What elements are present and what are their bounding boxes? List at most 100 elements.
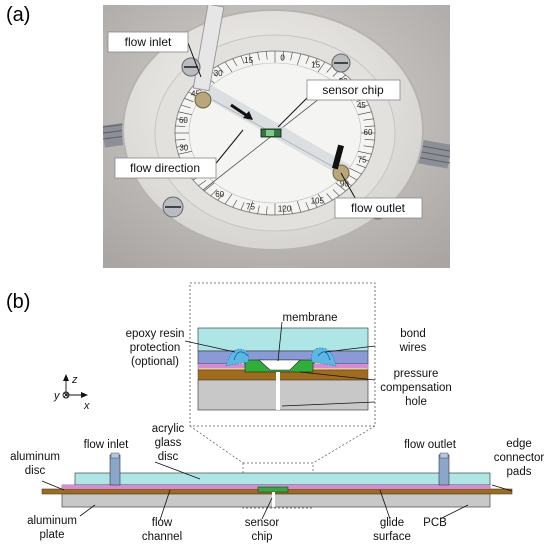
coordinate-axes: z y x bbox=[53, 374, 90, 412]
dial-tick-mark bbox=[266, 206, 268, 215]
label-aluminum-plate-1: aluminum bbox=[27, 515, 77, 527]
dial-tick-mark bbox=[317, 193, 326, 205]
dial-tick-mark bbox=[332, 189, 340, 197]
dial-tick-label: 30 bbox=[214, 69, 223, 78]
svg-text:sensor chip: sensor chip bbox=[322, 83, 384, 97]
dial-tick-mark bbox=[326, 65, 333, 73]
svg-text:y: y bbox=[53, 390, 61, 402]
label-edge-1: edge bbox=[506, 438, 532, 450]
dial-tick-mark bbox=[282, 51, 284, 60]
dial-tick-mark bbox=[364, 139, 375, 141]
dial-tick-mark bbox=[210, 189, 218, 197]
dial-tick-mark bbox=[305, 55, 310, 64]
dial-tick-mark bbox=[312, 58, 318, 67]
dial-tick-mark bbox=[266, 51, 268, 60]
dial-tick-mark bbox=[240, 202, 245, 211]
label-edge-2: connector bbox=[494, 452, 545, 464]
dial-tick-mark bbox=[178, 111, 192, 115]
label-glide-2: surface bbox=[373, 531, 411, 543]
dial-tick-mark bbox=[348, 175, 358, 181]
label-glide-1: glide bbox=[380, 517, 404, 529]
dial-tick-label: 15 bbox=[244, 56, 253, 65]
label-flow-outlet: flow outlet bbox=[404, 439, 457, 451]
label-sensor-chip-1: sensor bbox=[245, 517, 280, 529]
dial-tick-label: 105 bbox=[311, 197, 325, 206]
dial-tick-mark bbox=[176, 145, 187, 148]
outlet-port bbox=[438, 454, 450, 486]
dial-tick-mark bbox=[297, 201, 302, 213]
label-acrylic-1: acrylic bbox=[152, 423, 185, 435]
label-acrylic-3: disc bbox=[158, 451, 179, 463]
label-flow-channel-1: flow bbox=[152, 517, 173, 529]
inlet-fitting bbox=[194, 91, 212, 109]
dial-tick-mark bbox=[217, 65, 224, 73]
dial-tick-mark bbox=[358, 151, 372, 155]
label-bond-2: wires bbox=[399, 342, 427, 354]
callout-flow-inlet: flow inlet bbox=[107, 31, 189, 53]
dial-tick-mark bbox=[363, 118, 374, 121]
dial-tick-mark bbox=[312, 199, 318, 208]
dial-tick-mark bbox=[257, 52, 260, 61]
callout-sensor-chip: sensor chip bbox=[306, 79, 401, 101]
dial-tick-mark bbox=[178, 151, 192, 155]
label-epoxy-3: (optional) bbox=[131, 356, 179, 368]
dial-tick-mark bbox=[356, 163, 366, 168]
label-flow-inlet: flow inlet bbox=[84, 439, 130, 451]
inset-frame bbox=[189, 282, 376, 427]
device-cross-section bbox=[41, 452, 513, 508]
flow-direction-arrow bbox=[230, 103, 253, 120]
dial-tick-mark bbox=[305, 202, 310, 211]
label-pressure-2: compensation bbox=[380, 382, 452, 394]
dial-tick-mark bbox=[232, 199, 238, 208]
dial-tick-mark bbox=[217, 193, 224, 201]
label-aluminum-plate-2: plate bbox=[40, 529, 65, 541]
dial-tick-mark bbox=[232, 58, 238, 67]
label-edge-3: pads bbox=[507, 466, 532, 478]
dial-tick-mark bbox=[290, 52, 293, 61]
dial-tick-mark bbox=[240, 55, 245, 64]
callout-flow-direction: flow direction bbox=[114, 157, 217, 179]
svg-text:flow direction: flow direction bbox=[130, 161, 200, 175]
dial-tick-mark bbox=[317, 61, 326, 73]
dial-tick-mark bbox=[359, 157, 370, 162]
label-acrylic-2: glass bbox=[155, 437, 182, 449]
dial-tick-label: 30 bbox=[179, 144, 188, 153]
dial-tick-mark bbox=[204, 182, 215, 192]
dial-tick-label: 90 bbox=[340, 180, 349, 189]
dial-tick-label: 60 bbox=[179, 116, 188, 125]
dial-tick-mark bbox=[175, 125, 186, 127]
label-aluminum-disc-2: disc bbox=[25, 465, 46, 477]
dial-tick-mark bbox=[335, 182, 346, 192]
dial-tick-mark bbox=[358, 111, 372, 115]
inlet-port bbox=[109, 454, 121, 486]
label-pressure-3: hole bbox=[405, 396, 427, 408]
label-membrane: membrane bbox=[283, 312, 338, 324]
dial-tick-mark bbox=[248, 53, 253, 65]
dial-tick-label: 45 bbox=[191, 90, 200, 99]
svg-text:flow outlet: flow outlet bbox=[351, 201, 406, 215]
svg-text:z: z bbox=[71, 374, 78, 386]
label-epoxy-2: protection bbox=[130, 342, 181, 354]
svg-text:x: x bbox=[83, 400, 90, 412]
dial-tick-mark bbox=[326, 193, 333, 201]
label-sensor-chip-2: chip bbox=[251, 531, 272, 543]
dial-tick-mark bbox=[224, 193, 233, 205]
dial-tick-mark bbox=[282, 206, 284, 215]
label-pressure-1: pressure bbox=[394, 368, 439, 380]
dial-tick-mark bbox=[176, 118, 187, 121]
dial-tick-mark bbox=[180, 104, 191, 109]
dial-tick-mark bbox=[290, 205, 293, 214]
dial-tick-mark bbox=[364, 125, 375, 127]
dial-tick-label: 45 bbox=[357, 101, 366, 110]
dial-tick-mark bbox=[257, 205, 260, 214]
dial-tick-mark bbox=[363, 145, 374, 148]
panel-a-label: (a) bbox=[6, 4, 31, 26]
svg-text:flow inlet: flow inlet bbox=[125, 35, 172, 49]
dial-tick-label: 120 bbox=[278, 205, 292, 214]
dial-tick-label: 75 bbox=[358, 156, 367, 165]
label-bond-1: bond bbox=[400, 328, 426, 340]
dial-tick-label: 15 bbox=[311, 61, 320, 70]
dial-tick-mark bbox=[184, 98, 194, 103]
callout-flow-outlet: flow outlet bbox=[334, 197, 423, 219]
dial-tick-mark bbox=[198, 180, 207, 186]
